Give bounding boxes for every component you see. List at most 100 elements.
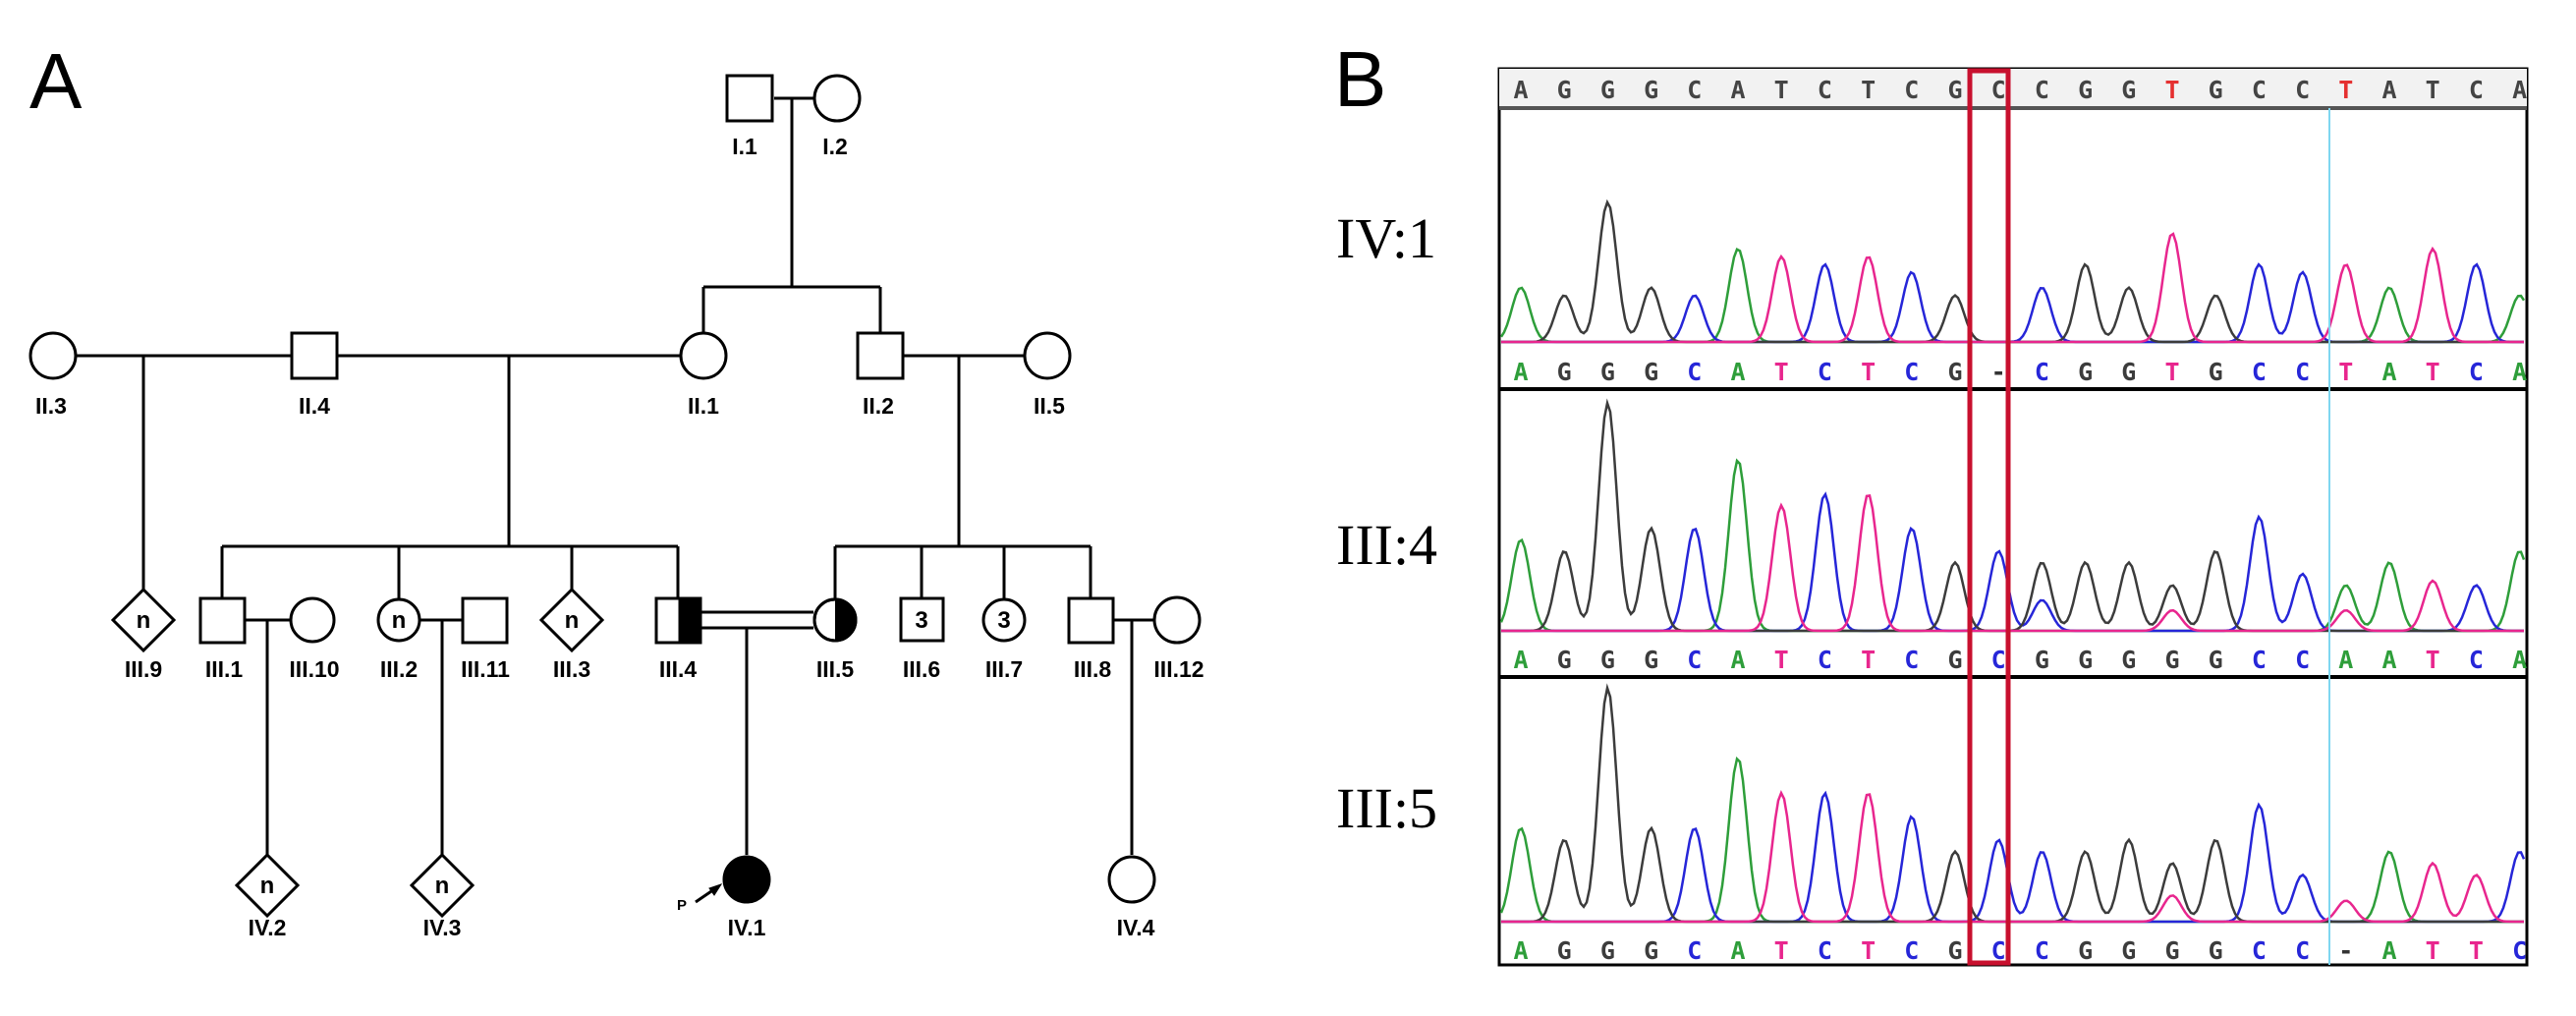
base-call: G <box>2078 358 2093 386</box>
inner-label: n <box>260 873 275 899</box>
pedigree-unknown-III.9 <box>110 587 177 653</box>
reference-base: T <box>1861 76 1876 104</box>
base-call: T <box>1774 358 1789 386</box>
base-call: G <box>1644 936 1658 965</box>
individual-label: III.10 <box>289 656 339 682</box>
base-call: - <box>1991 358 2006 386</box>
base-call: A <box>2381 936 2396 965</box>
base-call: C <box>2469 358 2484 386</box>
base-call: T <box>2164 358 2179 386</box>
pedigree-unknown-III.3 <box>538 587 605 653</box>
base-call: C <box>2295 358 2310 386</box>
base-call: G <box>2164 936 2179 965</box>
inner-label: 3 <box>915 607 927 634</box>
base-call: G <box>2078 936 2093 965</box>
base-call: G <box>1600 358 1615 386</box>
reference-base: T <box>2426 76 2440 104</box>
individual-label: III.8 <box>1074 656 1112 682</box>
base-call: G <box>2121 646 2136 674</box>
pedigree-female-III.2 <box>376 597 421 643</box>
reference-base: G <box>2121 76 2136 104</box>
base-call: G <box>2078 646 2093 674</box>
pedigree-male-III.1 <box>198 596 247 645</box>
base-call: C <box>1904 936 1919 965</box>
base-call: G <box>1557 358 1572 386</box>
trace-t <box>1501 493 2524 633</box>
individual-label: III.7 <box>985 656 1023 682</box>
base-call: C <box>1991 936 2006 965</box>
pedigree-id-labels: I.1 I.2 II.3 II.4 II.1 II.2 II.5 III.9 I… <box>35 134 1204 940</box>
individual-label: I.2 <box>822 134 848 159</box>
base-call: G <box>1947 358 1962 386</box>
base-call: G <box>2121 936 2136 965</box>
individual-label: III.3 <box>553 656 590 682</box>
inner-label: n <box>137 607 151 634</box>
base-call: A <box>1730 936 1745 965</box>
reference-base: C <box>1904 76 1919 104</box>
individual-label: IV.1 <box>728 915 766 940</box>
inner-label: n <box>435 873 450 899</box>
pedigree-female-III.12 <box>1152 595 1202 645</box>
proband-marker: P <box>677 897 687 914</box>
individual-label: II.1 <box>688 393 719 419</box>
base-call: T <box>2469 936 2484 965</box>
inner-label: n <box>565 607 580 634</box>
base-call: G <box>1600 936 1615 965</box>
base-call: A <box>1730 358 1745 386</box>
reference-base: T <box>2338 76 2353 104</box>
base-call: G <box>2209 936 2223 965</box>
inner-label: n <box>392 607 407 634</box>
base-call: A <box>1513 358 1528 386</box>
base-call: G <box>2121 358 2136 386</box>
base-call: C <box>2035 936 2049 965</box>
pedigree-male-III.8 <box>1067 596 1115 645</box>
individual-label: IV.3 <box>423 915 462 940</box>
base-call: A <box>2381 646 2396 674</box>
reference-base: T <box>1774 76 1789 104</box>
base-call: A <box>2338 646 2353 674</box>
pedigree-female-I.2 <box>812 74 862 123</box>
base-call: T <box>1861 646 1876 674</box>
base-call: C <box>1687 936 1702 965</box>
pedigree-carrier-female-III.5 <box>812 597 858 643</box>
individual-label: III.9 <box>125 656 162 682</box>
base-call: C <box>1818 936 1832 965</box>
pedigree-carrier-male-III.4 <box>654 596 702 645</box>
individual-label: IV.4 <box>1117 915 1155 940</box>
base-call: C <box>1687 358 1702 386</box>
individual-label: III.1 <box>205 656 244 682</box>
base-call: T <box>1861 358 1876 386</box>
base-call: T <box>1774 646 1789 674</box>
pedigree-male-III.11 <box>461 596 509 645</box>
reference-base: A <box>2512 76 2527 104</box>
base-call: A <box>1513 936 1528 965</box>
base-call: G <box>1644 358 1658 386</box>
base-call: A <box>2512 646 2527 674</box>
reference-base: C <box>2252 76 2267 104</box>
inner-label: 3 <box>997 607 1010 634</box>
reference-base: C <box>1818 76 1832 104</box>
base-call: G <box>1644 646 1658 674</box>
sample-label-iii4: III:4 <box>1336 513 1437 577</box>
individual-label: III.5 <box>816 656 855 682</box>
base-call: A <box>2381 358 2396 386</box>
base-call: T <box>1774 936 1789 965</box>
base-call: C <box>1687 646 1702 674</box>
pedigree-chart <box>28 74 1202 919</box>
individual-label: I.1 <box>732 134 757 159</box>
base-call: G <box>2164 646 2179 674</box>
base-call: T <box>2426 936 2440 965</box>
individual-label: III.2 <box>380 656 418 682</box>
reference-base: A <box>1513 76 1528 104</box>
base-call: G <box>1557 646 1572 674</box>
base-call: - <box>2338 936 2353 965</box>
base-call: C <box>2295 646 2310 674</box>
base-call: C <box>2252 358 2267 386</box>
pedigree-male-I.1 <box>725 74 774 123</box>
base-call: C <box>1904 646 1919 674</box>
